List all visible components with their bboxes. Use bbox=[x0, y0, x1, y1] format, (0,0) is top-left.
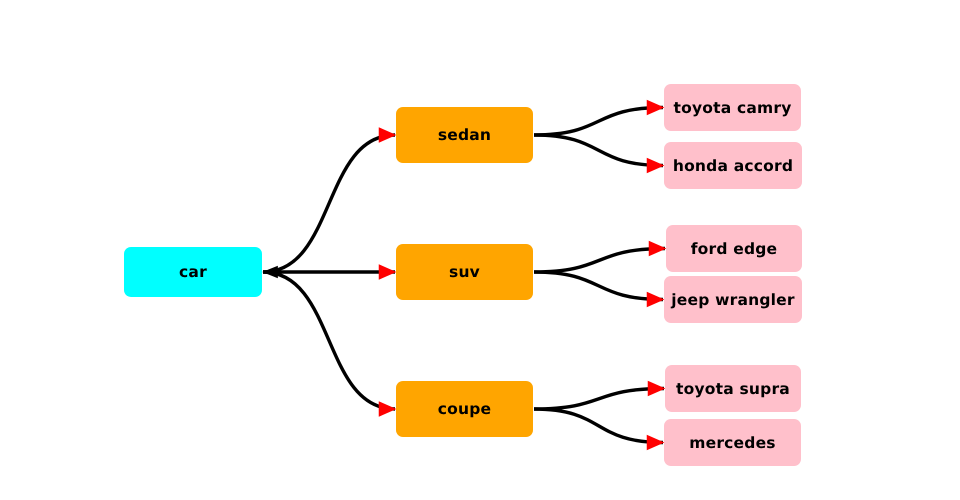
node-label-jeep-wrangler: jeep wrangler bbox=[671, 290, 795, 309]
node-mercedes[interactable]: mercedes bbox=[664, 419, 801, 466]
node-ford-edge[interactable]: ford edge bbox=[666, 225, 802, 272]
node-label-mercedes: mercedes bbox=[689, 433, 776, 452]
node-label-ford-edge: ford edge bbox=[690, 239, 778, 258]
node-honda-accord[interactable]: honda accord bbox=[664, 142, 802, 189]
node-suv[interactable]: suv bbox=[396, 244, 533, 300]
node-car[interactable]: car bbox=[124, 247, 262, 297]
node-coupe[interactable]: coupe bbox=[396, 381, 533, 437]
node-toyota-camry[interactable]: toyota camry bbox=[664, 84, 801, 131]
node-label-car: car bbox=[179, 263, 207, 282]
edge-sedan-to-honda-accord bbox=[533, 133, 665, 174]
node-label-toyota-supra: toyota supra bbox=[676, 379, 790, 398]
node-label-toyota-camry: toyota camry bbox=[673, 98, 792, 117]
node-label-coupe: coupe bbox=[437, 400, 492, 419]
edge-car-to-sedan bbox=[262, 127, 397, 274]
edge-suv-to-ford-edge bbox=[533, 240, 667, 274]
edge-coupe-to-mercedes bbox=[533, 407, 665, 451]
edge-sedan-to-toyota-camry bbox=[533, 99, 665, 137]
node-jeep-wrangler[interactable]: jeep wrangler bbox=[664, 276, 802, 323]
node-toyota-supra[interactable]: toyota supra bbox=[665, 365, 801, 412]
edge-car-to-coupe bbox=[262, 270, 397, 417]
edge-coupe-to-toyota-supra bbox=[533, 380, 666, 411]
node-label-sedan: sedan bbox=[437, 126, 492, 145]
node-sedan[interactable]: sedan bbox=[396, 107, 533, 163]
node-label-suv: suv bbox=[449, 263, 480, 282]
node-label-honda-accord: honda accord bbox=[672, 156, 794, 175]
edge-suv-to-jeep-wrangler bbox=[533, 270, 665, 308]
